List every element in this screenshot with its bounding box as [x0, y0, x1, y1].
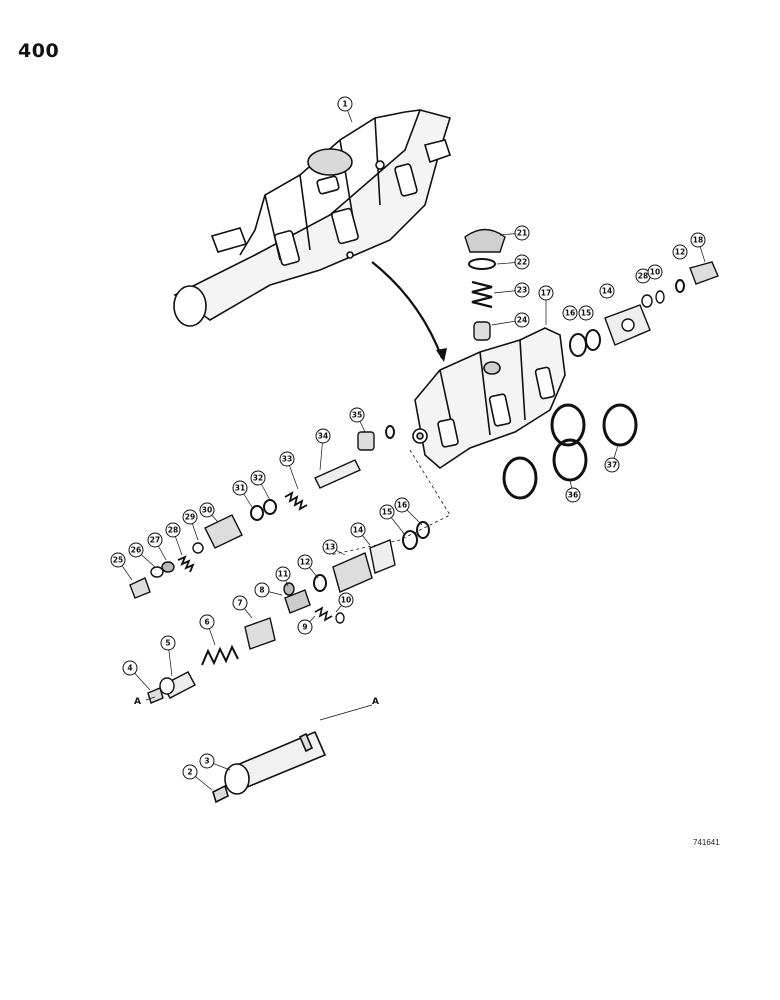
- callout-circle-37: [604, 457, 620, 473]
- callout-circle-17: [538, 285, 554, 301]
- callout-label-23: 23: [517, 286, 527, 295]
- callout-circle-22: [514, 254, 530, 270]
- callout-label-28: 28: [638, 272, 648, 281]
- callout-label-14: 14: [602, 287, 612, 296]
- callout-label-17: 17: [541, 289, 551, 298]
- callout-circle-15: [578, 305, 594, 321]
- callout-label-24: 24: [517, 316, 527, 325]
- callout-label-6: 6: [204, 618, 209, 627]
- callout-label-16: 16: [397, 501, 407, 510]
- callout-label-35: 35: [352, 411, 362, 420]
- callout-label-29: 29: [185, 513, 195, 522]
- callout-circle-24: [514, 312, 530, 328]
- section-line-a-lower: [145, 696, 156, 701]
- callout-circle-14: [350, 522, 366, 538]
- callout-circle-4: [122, 660, 138, 676]
- callout-label-18: 18: [693, 236, 703, 245]
- callout-label-25: 25: [113, 556, 123, 565]
- callout-label-15: 15: [382, 508, 392, 517]
- callout-circle-29: [182, 509, 198, 525]
- callout-label-36: 36: [568, 491, 578, 500]
- callout-label-37: 37: [607, 461, 617, 470]
- spool-stack-upper: [129, 425, 395, 599]
- callout-circle-31: [232, 480, 248, 496]
- callout-circle-8: [254, 582, 270, 598]
- callout-circle-2: [182, 764, 198, 780]
- callout-circle-23: [514, 282, 530, 298]
- callout-circle-34: [315, 428, 331, 444]
- callout-label-10: 10: [341, 596, 351, 605]
- callout-circle-27: [147, 532, 163, 548]
- figure-code: 741641: [693, 838, 720, 847]
- callout-circle-32: [250, 470, 266, 486]
- callout-label-27: 27: [150, 536, 160, 545]
- callout-circle-9: [297, 619, 313, 635]
- callout-label-28: 28: [168, 526, 178, 535]
- section-arrow: [371, 261, 444, 359]
- callout-label-33: 33: [282, 455, 292, 464]
- callout-circle-35: [349, 407, 365, 423]
- callout-label-11: 11: [278, 570, 288, 579]
- callout-label-2: 2: [187, 768, 192, 777]
- callout-circle-33: [279, 451, 295, 467]
- callout-label-32: 32: [253, 474, 263, 483]
- section-marker-a-upper: A: [372, 697, 379, 707]
- callout-circle-30: [199, 502, 215, 518]
- valve-section-assembly: [173, 109, 452, 327]
- callout-label-13: 13: [325, 543, 335, 552]
- callout-label-4: 4: [127, 664, 132, 673]
- callout-circle-21: [514, 225, 530, 241]
- relief-components: [464, 228, 506, 341]
- callout-label-9: 9: [302, 623, 307, 632]
- callout-label-3: 3: [204, 757, 209, 766]
- callout-label-21: 21: [517, 229, 527, 238]
- callout-circle-13: [322, 539, 338, 555]
- callout-circle-6: [199, 614, 215, 630]
- callout-circle-25: [110, 552, 126, 568]
- callouts: 1234567891011121314151617182122232425262…: [110, 96, 706, 791]
- section-marker-a-lower: A: [134, 697, 141, 707]
- callout-circle-28: [165, 522, 181, 538]
- callout-label-26: 26: [131, 546, 141, 555]
- callout-label-10: 10: [650, 268, 660, 277]
- leader-line: [329, 449, 451, 556]
- right-side-components: [569, 261, 719, 357]
- spool-stack-lower: [147, 521, 430, 704]
- callout-circle-3: [199, 753, 215, 769]
- callout-circle-36: [565, 487, 581, 503]
- callout-label-22: 22: [517, 258, 527, 267]
- callout-label-15: 15: [581, 309, 591, 318]
- callout-label-7: 7: [237, 599, 242, 608]
- callout-circle-16: [562, 305, 578, 321]
- valve-section-body: [412, 327, 566, 470]
- callout-circle-18: [690, 232, 706, 248]
- callout-circle-26: [128, 542, 144, 558]
- spool-cap-sleeve: [212, 730, 327, 804]
- section-arrowhead: [436, 348, 447, 362]
- callout-circle-10: [647, 264, 663, 280]
- callout-label-5: 5: [165, 639, 170, 648]
- callout-label-34: 34: [318, 432, 328, 441]
- callout-label-8: 8: [259, 586, 264, 595]
- callout-circle-10: [338, 592, 354, 608]
- callout-circle-11: [275, 566, 291, 582]
- callout-label-16: 16: [565, 309, 575, 318]
- callout-circle-14: [599, 283, 615, 299]
- callout-circle-1: [337, 96, 353, 112]
- page-number: 400: [18, 40, 60, 62]
- callout-label-31: 31: [235, 484, 245, 493]
- section-line-a-upper: [319, 704, 373, 721]
- callout-circle-7: [232, 595, 248, 611]
- callout-label-1: 1: [342, 100, 347, 109]
- callout-circle-15: [379, 504, 395, 520]
- callout-label-12: 12: [300, 558, 310, 567]
- callout-circle-5: [160, 635, 176, 651]
- callout-label-12: 12: [675, 248, 685, 257]
- callout-circle-16: [394, 497, 410, 513]
- callout-label-14: 14: [353, 526, 363, 535]
- callout-circle-12: [297, 554, 313, 570]
- callout-label-30: 30: [202, 506, 212, 515]
- callout-circle-12: [672, 244, 688, 260]
